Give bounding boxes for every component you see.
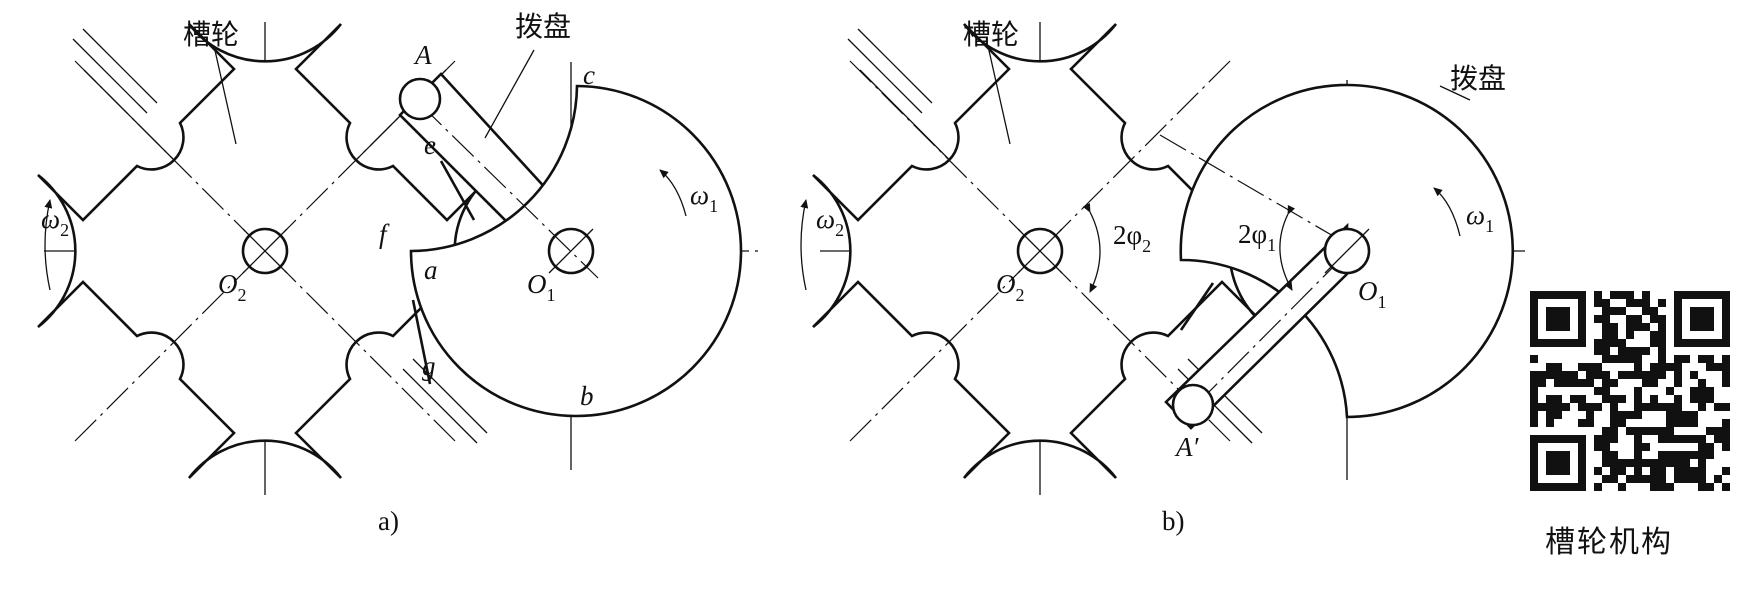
point-e: e <box>424 130 436 160</box>
omega2-label: ω2 <box>41 204 69 240</box>
qr-caption: 槽轮机构 <box>1545 525 1673 560</box>
omega1-label: ω1 <box>1466 200 1494 236</box>
point-a: a <box>424 255 438 285</box>
locking-disc-edge <box>411 299 432 385</box>
figure-a: 槽轮 拨盘 A c e f a g b O2 O1 ω2 ω1 a) <box>36 10 760 536</box>
qr-code[interactable]: 槽轮机构 <box>1530 291 1731 560</box>
center-O1: O1 <box>527 269 556 305</box>
crank-start-axis <box>1159 134 1341 241</box>
omega2-label: ω2 <box>816 204 844 240</box>
wheel-leader <box>213 45 237 145</box>
omega2-arrow <box>44 199 53 291</box>
crank-edge <box>439 160 476 221</box>
qr-modules <box>1530 291 1730 491</box>
wheel-label: 槽轮 <box>963 18 1019 51</box>
point-A: A <box>413 40 432 70</box>
center-O2: O2 <box>218 269 247 305</box>
angle-2phi1-label: 2φ1 <box>1238 219 1276 255</box>
point-g: g <box>422 351 436 381</box>
omega1-arrow <box>659 169 687 217</box>
caption-a: a) <box>378 506 399 536</box>
dial-leader <box>484 49 535 139</box>
hub-mark <box>1324 228 1370 274</box>
omega2-arrow <box>800 199 809 291</box>
dial-label: 拨盘 <box>1450 62 1506 95</box>
crank-edge <box>1179 282 1215 331</box>
point-f: f <box>379 219 390 249</box>
dial-leader <box>1439 85 1471 101</box>
center-O2: O2 <box>996 269 1025 305</box>
point-c: c <box>583 60 595 90</box>
figure-b: 槽轮 拨盘 A′ 2φ2 2φ1 O2 O1 ω2 ω1 b) <box>800 18 1530 536</box>
caption-b: b) <box>1162 506 1185 536</box>
omega1-label: ω1 <box>690 180 718 216</box>
driving-pin <box>1171 383 1215 427</box>
wheel-label: 槽轮 <box>183 18 239 51</box>
driving-pin <box>398 77 442 121</box>
crank-axis <box>419 103 599 279</box>
point-A-prime: A′ <box>1174 432 1199 462</box>
omega1-arrow <box>1433 187 1461 237</box>
hub-mark <box>548 228 594 274</box>
point-b: b <box>580 381 594 411</box>
angle-2phi2-arc <box>1082 203 1101 293</box>
dial-label: 拨盘 <box>515 10 571 43</box>
center-O1: O1 <box>1358 276 1387 312</box>
angle-2phi2-label: 2φ2 <box>1113 220 1151 256</box>
wheel-leader <box>987 45 1011 145</box>
angle-2phi1-arc <box>1279 205 1296 291</box>
